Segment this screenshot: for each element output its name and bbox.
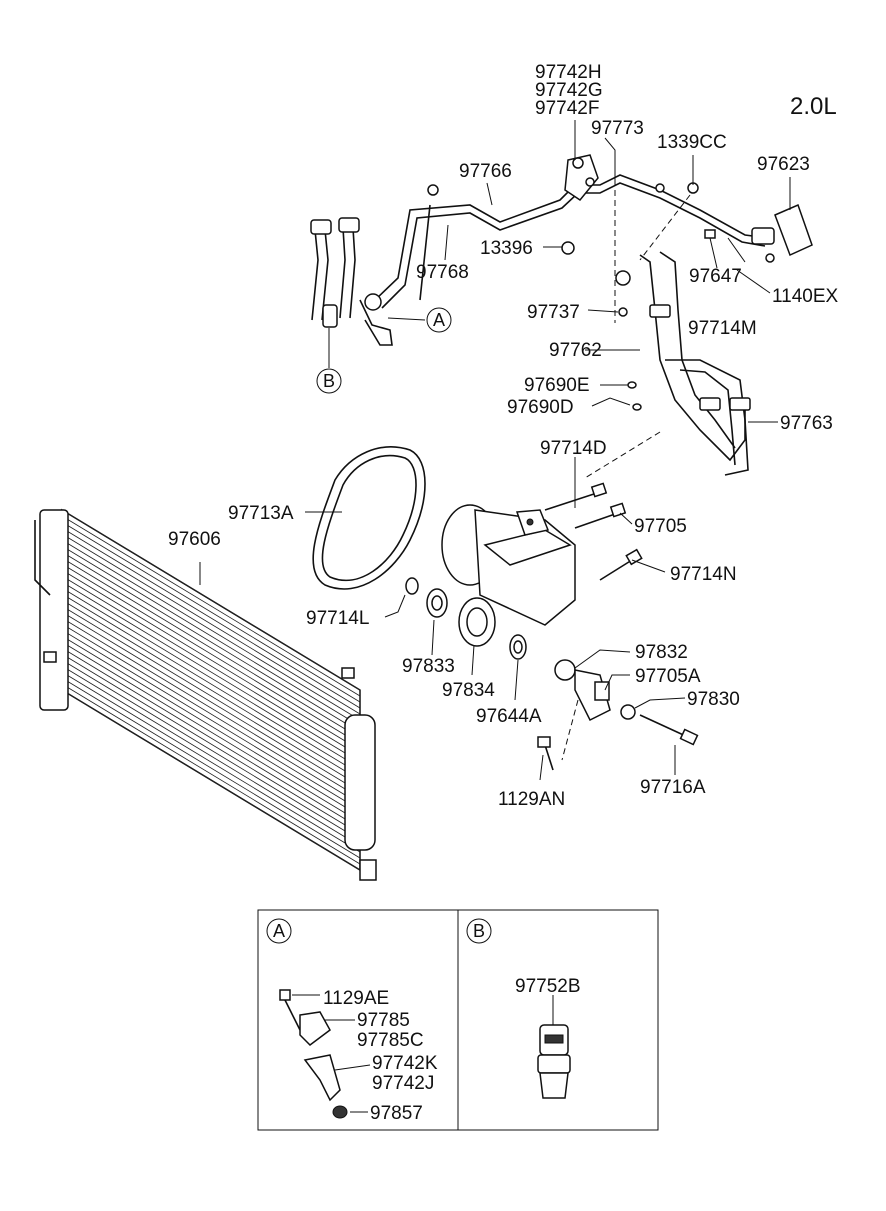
part-number-labels: 2.0L 97742H 97742G 97742F 97773 1339CC 9… (168, 62, 839, 810)
label-97713A: 97713A (228, 503, 294, 524)
label-97834: 97834 (442, 680, 495, 701)
receiver-drier (344, 714, 376, 851)
compressor (405, 482, 643, 660)
label-97714D: 97714D (540, 438, 607, 459)
pressure-switch-detail (537, 995, 571, 1099)
label-97742G: 97742G (535, 80, 603, 101)
label-97623: 97623 (757, 154, 810, 175)
label-1129AE: 1129AE (323, 988, 389, 1009)
label-1129AN: 1129AN (498, 789, 565, 810)
callout-a-main: A (426, 307, 452, 333)
idler-bracket (537, 659, 699, 771)
label-97644A: 97644A (476, 706, 542, 727)
label-97690D: 97690D (507, 397, 574, 418)
label-97714N: 97714N (670, 564, 737, 585)
svg-text:B: B (473, 921, 485, 941)
svg-text:A: A (433, 310, 445, 330)
detail-b-callout: B (466, 918, 492, 944)
leader-lines (199, 120, 791, 781)
label-97766: 97766 (459, 161, 512, 182)
label-97742J: 97742J (372, 1073, 434, 1094)
label-97705: 97705 (634, 516, 687, 537)
label-97716A: 97716A (640, 777, 706, 798)
label-97647: 97647 (689, 266, 742, 287)
detail-a-callout: A (266, 918, 292, 944)
label-97606: 97606 (168, 529, 221, 550)
condenser (34, 508, 377, 881)
engine-label: 2.0L (790, 93, 837, 120)
label-97742H: 97742H (535, 62, 602, 83)
callout-b-main: B (316, 368, 342, 394)
label-97768: 97768 (416, 262, 469, 283)
label-97832: 97832 (635, 642, 688, 663)
label-13396: 13396 (480, 238, 533, 259)
label-97785C: 97785C (357, 1030, 424, 1051)
refrigerant-pipe-assembly (310, 154, 813, 761)
drive-belt (312, 446, 426, 590)
label-97742K: 97742K (372, 1053, 438, 1074)
detail-a-clamp-parts (279, 989, 371, 1119)
label-97714M: 97714M (688, 318, 757, 339)
pressure-switch-location (322, 304, 338, 328)
label-97785: 97785 (357, 1010, 410, 1031)
label-97752B: 97752B (515, 976, 581, 997)
label-97737: 97737 (527, 302, 580, 323)
detail-box: A B 1129AE 97785 97785C 97742K 97742J 97… (257, 909, 659, 1131)
label-1339CC: 1339CC (657, 132, 727, 153)
label-97714L: 97714L (306, 608, 369, 629)
label-97773: 97773 (591, 118, 644, 139)
label-97705A: 97705A (635, 666, 701, 687)
label-97690E: 97690E (524, 375, 590, 396)
label-97763: 97763 (780, 413, 833, 434)
svg-text:A: A (273, 921, 285, 941)
label-97833: 97833 (402, 656, 455, 677)
label-97762: 97762 (549, 340, 602, 361)
label-97742F: 97742F (535, 98, 599, 119)
label-97857: 97857 (370, 1103, 423, 1124)
svg-text:B: B (323, 371, 335, 391)
label-97830: 97830 (687, 689, 740, 710)
label-1140EX: 1140EX (772, 286, 839, 307)
